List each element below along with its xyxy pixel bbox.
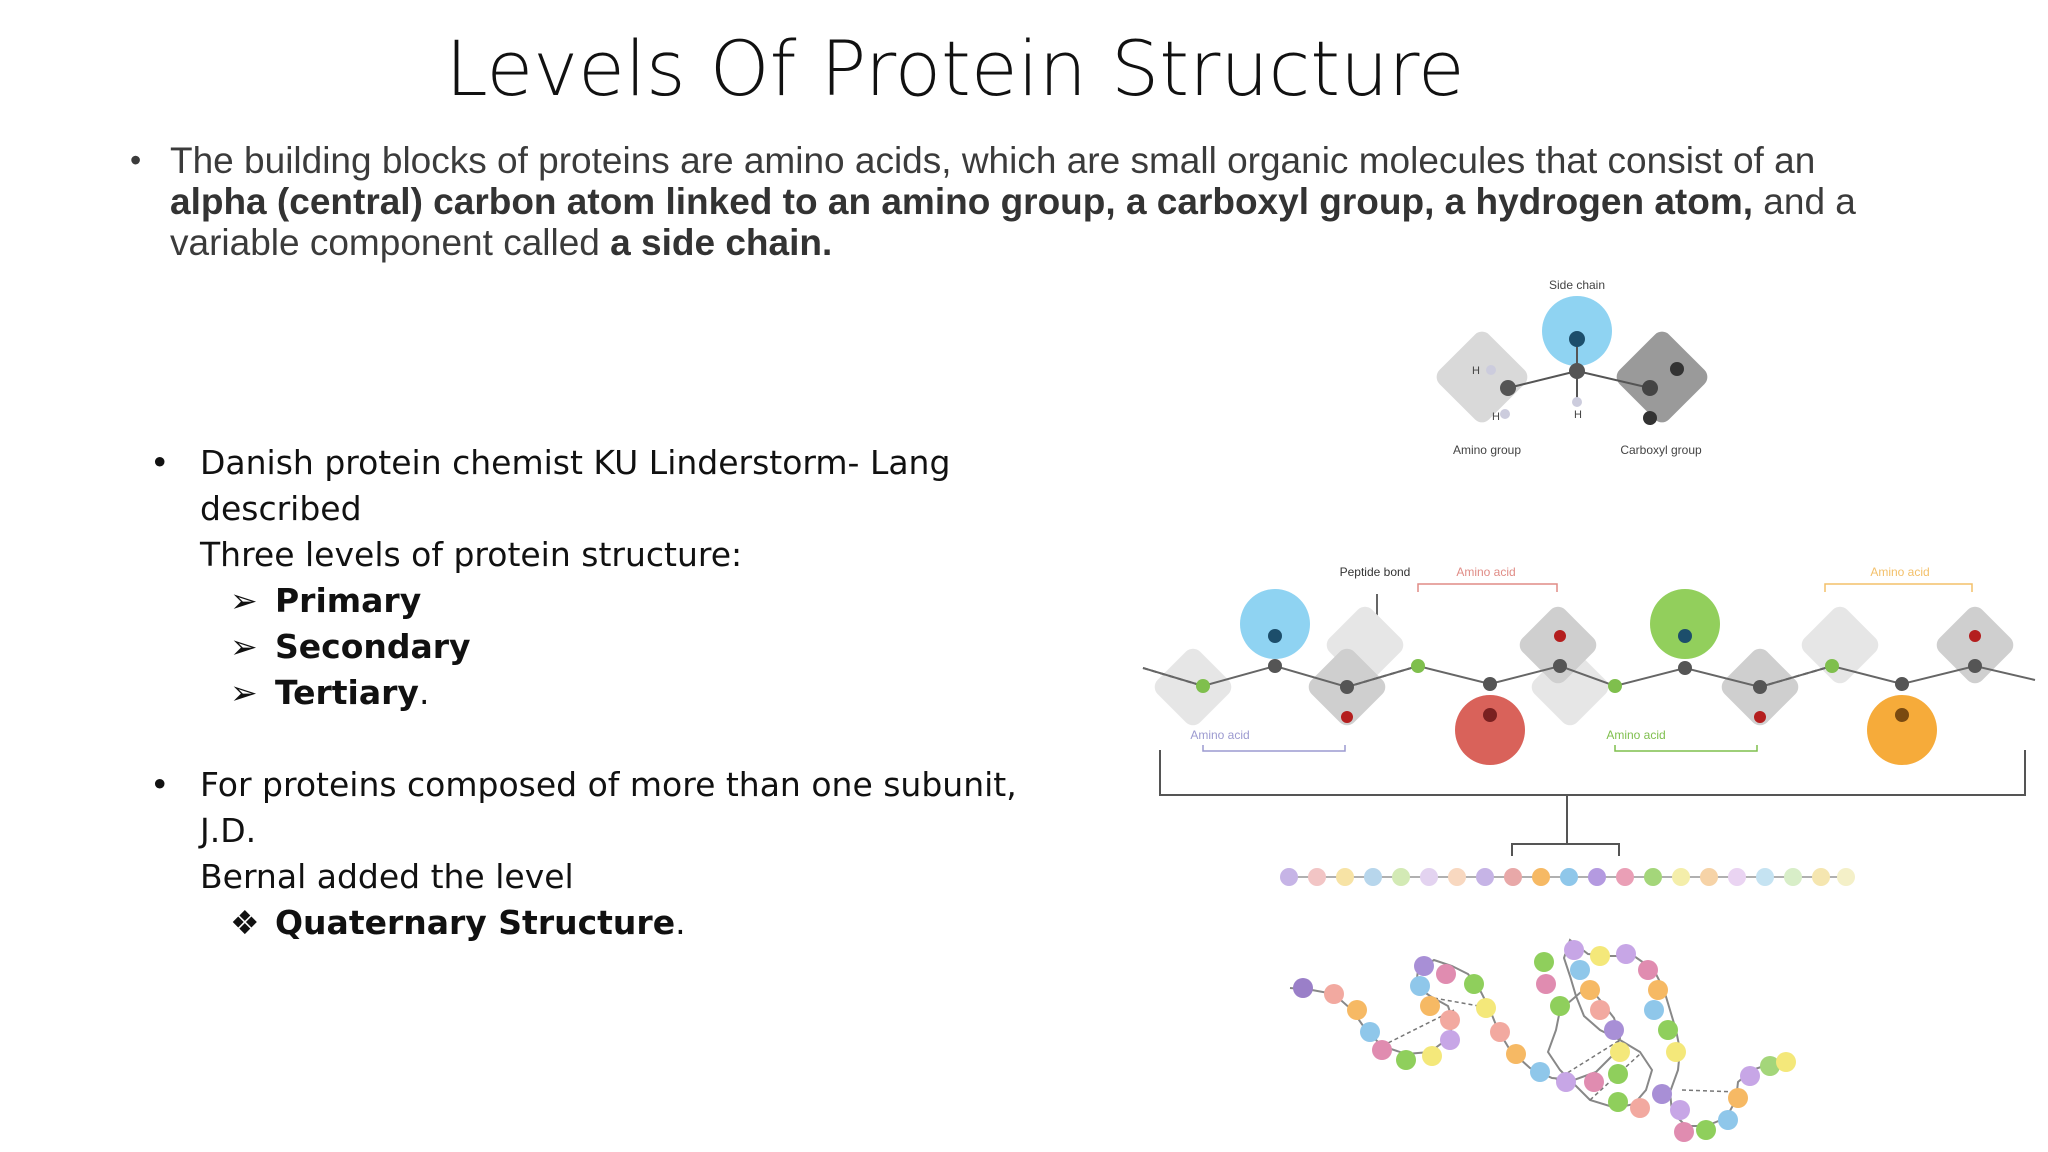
structure-levels-list: • Danish protein chemist KU Linderstorm-… xyxy=(150,440,1080,946)
level-label: Tertiary xyxy=(275,673,419,712)
list-item-bernal: • For proteins composed of more than one… xyxy=(150,762,1080,900)
r-atom xyxy=(1569,331,1585,347)
intro-text: The building blocks of proteins are amin… xyxy=(170,140,1910,263)
side-chain-blob xyxy=(1867,695,1937,765)
level-label: Secondary xyxy=(275,627,471,666)
c-atom xyxy=(1642,380,1658,396)
carboxyl-group-label: Carboxyl group xyxy=(1620,443,1702,457)
amino-group-diamond xyxy=(1436,331,1528,423)
slide-title: Levels Of Protein Structure xyxy=(445,24,1465,113)
h-label: H xyxy=(1492,411,1500,423)
side-chain-blob xyxy=(1650,589,1720,659)
bullet-icon: • xyxy=(150,765,170,804)
level-tertiary: ➢ Tertiary. xyxy=(150,670,1080,716)
o-atom xyxy=(1670,362,1684,376)
intro-text-2: and a variable component called xyxy=(170,181,1856,263)
folded-structure-beads xyxy=(1289,938,1796,1142)
list-item-linderstrom: • Danish protein chemist KU Linderstorm-… xyxy=(150,440,1080,578)
amino-acid-label: Amino acid xyxy=(1456,565,1515,579)
item-text-line: Three levels of protein structure: xyxy=(200,535,743,574)
arrow-marker-icon: ➢ xyxy=(230,627,258,666)
item-text-line: For proteins composed of more than one s… xyxy=(200,765,1017,850)
level-primary: ➢ Primary xyxy=(150,578,1080,624)
h-atom xyxy=(1572,397,1582,407)
h-atom xyxy=(1486,365,1496,375)
period: . xyxy=(418,673,430,712)
level-label: Primary xyxy=(275,581,422,620)
primary-structure-beads xyxy=(1280,868,1855,886)
arrow-marker-icon: ➢ xyxy=(230,581,258,620)
bullet-icon: • xyxy=(150,443,170,482)
h-label: H xyxy=(1472,365,1480,377)
level-quaternary: ❖ Quaternary Structure. xyxy=(150,900,1080,946)
amino-group-label: Amino group xyxy=(1453,443,1521,457)
h-label: H xyxy=(1574,409,1582,421)
o-atom xyxy=(1643,411,1657,425)
diamond-marker-icon: ❖ xyxy=(230,903,260,942)
peptide-chain-diagram: Peptide bond Amino acid Amino acid xyxy=(1142,565,2036,856)
arrow-marker-icon: ➢ xyxy=(230,673,258,712)
level-label: Quaternary Structure xyxy=(275,903,676,942)
side-chain-blob xyxy=(1455,695,1525,765)
n-atom xyxy=(1500,380,1516,396)
peptide-bond-label: Peptide bond xyxy=(1340,565,1411,579)
amino-acid-label: Amino acid xyxy=(1190,728,1249,742)
item-text-line: Bernal added the level xyxy=(200,857,574,896)
intro-bold-1: alpha (central) carbon atom linked to an… xyxy=(170,181,1754,222)
intro-paragraph: • The building blocks of proteins are am… xyxy=(130,140,1910,263)
amino-acid-diagram: Side chain H H H Amino group Carboxyl gr… xyxy=(1436,278,1708,457)
alpha-carbon-atom xyxy=(1569,363,1585,379)
level-secondary: ➢ Secondary xyxy=(150,624,1080,670)
intro-text-1: The building blocks of proteins are amin… xyxy=(170,140,1816,181)
bullet-icon: • xyxy=(130,142,142,178)
h-atom xyxy=(1500,409,1510,419)
period: . xyxy=(675,903,686,942)
amino-acid-label: Amino acid xyxy=(1870,565,1929,579)
protein-structure-figure: Side chain H H H Amino group Carboxyl gr… xyxy=(1142,278,2036,1142)
intro-bold-2: a side chain. xyxy=(610,222,833,263)
carboxyl-group-diamond xyxy=(1616,331,1708,423)
item-text-line: Danish protein chemist KU Linderstorm- L… xyxy=(200,443,951,528)
amino-acid-label: Amino acid xyxy=(1606,728,1665,742)
side-chain-label: Side chain xyxy=(1549,278,1605,292)
side-chain-blob xyxy=(1240,589,1310,659)
